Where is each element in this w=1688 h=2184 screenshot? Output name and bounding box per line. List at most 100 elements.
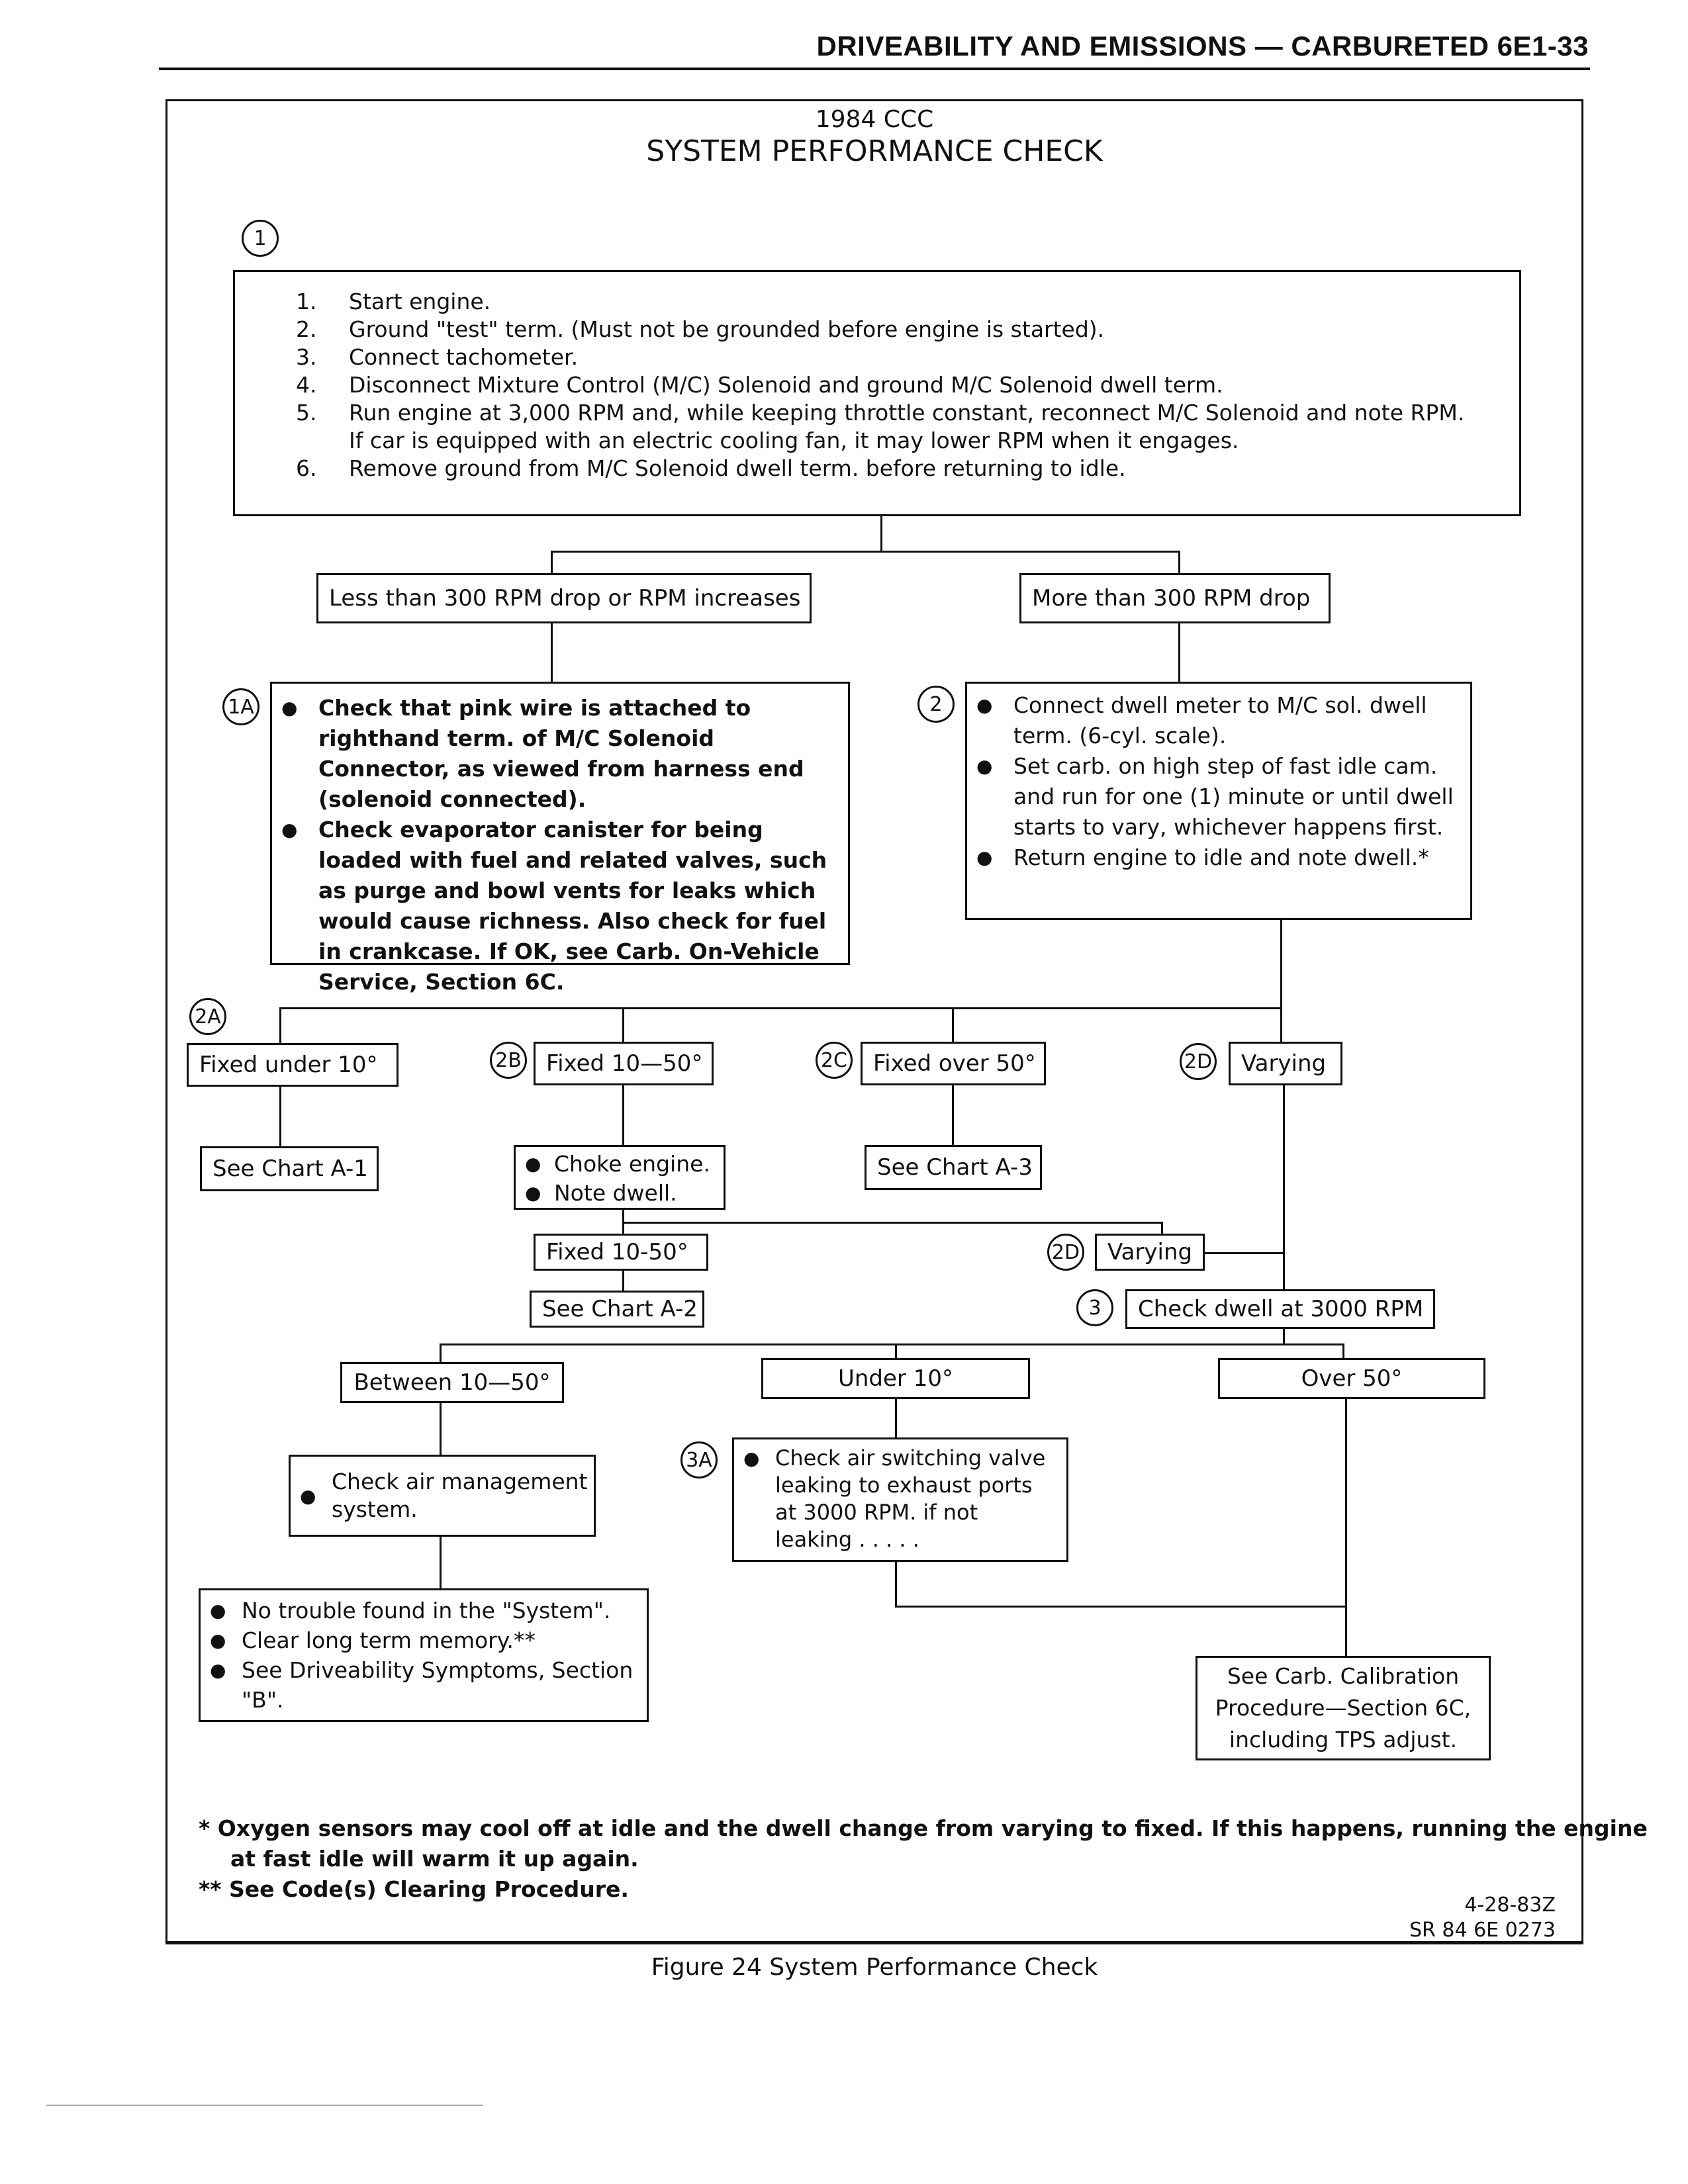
list-item: ●Check evaporator canister for being loa… <box>281 817 827 995</box>
connector <box>622 1271 624 1292</box>
list-item: ●Return engine to idle and note dwell.* <box>976 844 1429 870</box>
connector <box>895 1562 897 1607</box>
branch-more-300: More than 300 RPM drop <box>1019 573 1331 623</box>
box-3a-text: Check air switching valve leaking to exh… <box>775 1445 1046 1552</box>
bullet: ● <box>743 1447 760 1469</box>
fixed-10-50: Fixed 10—50° <box>534 1042 714 1085</box>
connector <box>1178 551 1180 574</box>
connector <box>551 551 553 574</box>
list-item: ●Connect dwell meter to M/C sol. dwell t… <box>976 692 1427 749</box>
list-item: ●Check that pink wire is attached to rig… <box>281 695 804 812</box>
under-10: Under 10° <box>761 1358 1030 1399</box>
marker-2c: 2C <box>816 1042 853 1079</box>
step-item: 3.Connect tachometer. <box>296 344 579 370</box>
connector <box>622 1085 624 1146</box>
ref-date: 4-28-83Z <box>1464 1893 1556 1917</box>
connector <box>1280 1007 1282 1044</box>
connector <box>279 1007 281 1044</box>
steps-list: 1.Start engine. 2.Ground "test" term. (M… <box>296 288 1519 482</box>
fixed-over-50: Fixed over 50° <box>861 1042 1046 1085</box>
connector <box>551 623 553 683</box>
connector <box>1283 1329 1285 1345</box>
connector <box>1205 1252 1283 1254</box>
marker-2b: 2B <box>490 1042 527 1079</box>
connector <box>1280 920 1282 1007</box>
varying: Varying <box>1229 1042 1342 1085</box>
step-item: 2.Ground "test" term. (Must not be groun… <box>296 316 1105 342</box>
note-codes: ** See Code(s) Clearing Procedure. <box>199 1876 629 1902</box>
list-item: ●No trouble found in the "System". <box>210 1598 611 1623</box>
see-chart-a1: See Chart A-1 <box>200 1146 379 1191</box>
connector <box>440 1403 442 1456</box>
header-rule <box>159 68 1590 70</box>
no-trouble-box: ●No trouble found in the "System". ●Clea… <box>199 1588 649 1722</box>
step-item: 1.Start engine. <box>296 289 491 314</box>
figure-caption: Figure 24 System Performance Check <box>651 1954 1098 1981</box>
no-trouble-list: ●No trouble found in the "System". ●Clea… <box>210 1596 647 1715</box>
varying-b: Varying <box>1095 1234 1205 1271</box>
connector <box>1342 1343 1344 1363</box>
connector <box>880 516 882 551</box>
box-1a: ●Check that pink wire is attached to rig… <box>270 682 850 995</box>
connector <box>622 1222 1162 1224</box>
connector <box>1161 1222 1163 1235</box>
ref-code: SR 84 6E 0273 <box>1409 1919 1556 1942</box>
step-item: 5.Run engine at 3,000 RPM and, while kee… <box>296 400 1465 426</box>
check-air-mgmt: Check air management system. <box>332 1469 588 1522</box>
list-item: ●Clear long term memory.** <box>210 1627 536 1653</box>
connector <box>895 1343 897 1363</box>
list-item: ●See Driveability Symptoms, Section "B". <box>210 1657 633 1713</box>
footer-rule <box>46 2105 483 2106</box>
note-oxygen-line1: * Oxygen sensors may cool off at idle an… <box>199 1815 1648 1841</box>
connector <box>622 1007 624 1044</box>
marker-2d-b: 2D <box>1047 1234 1084 1271</box>
marker-2: 2 <box>917 686 955 723</box>
doc-title-small: 1984 CCC <box>815 106 934 133</box>
connector <box>895 1399 897 1439</box>
title-block: 1984 CCC SYSTEM PERFORMANCE CHECK <box>165 106 1583 168</box>
footnotes: * Oxygen sensors may cool off at idle an… <box>199 1813 1648 1905</box>
bullet: ● <box>300 1484 316 1507</box>
connector <box>440 1343 1344 1345</box>
branch-less-300: Less than 300 RPM drop or RPM increases <box>316 573 812 623</box>
carb-calibration-box: See Carb. Calibration Procedure—Section … <box>1196 1656 1491 1760</box>
connector <box>440 1537 442 1590</box>
page-header: DRIVEABILITY AND EMISSIONS — CARBURETED … <box>816 30 1589 62</box>
connector <box>952 1007 954 1044</box>
connector <box>551 551 1180 553</box>
step-item: 6.Remove ground from M/C Solenoid dwell … <box>296 455 1126 481</box>
fixed-10-50-b: Fixed 10-50° <box>534 1234 708 1271</box>
connector <box>1178 623 1180 683</box>
connector <box>279 1087 281 1148</box>
doc-title-large: SYSTEM PERFORMANCE CHECK <box>646 134 1103 168</box>
list-item: ●Choke engine. <box>525 1151 710 1177</box>
marker-1a: 1A <box>222 688 259 725</box>
connector <box>440 1343 442 1363</box>
step-item: 4.Disconnect Mixture Control (M/C) Solen… <box>296 372 1223 398</box>
over-50: Over 50° <box>1218 1358 1485 1399</box>
list-item: ●Note dwell. <box>525 1180 677 1206</box>
note-oxygen-line2: at fast idle will warm it up again. <box>230 1846 639 1872</box>
box-2-list: ●Connect dwell meter to M/C sol. dwell t… <box>976 690 1461 873</box>
steps-box: 1.Start engine. 2.Ground "test" term. (M… <box>233 270 1521 516</box>
diagram-frame <box>165 99 1583 1944</box>
list-item: ●Set carb. on high step of fast idle cam… <box>976 753 1454 840</box>
see-chart-a3: See Chart A-3 <box>865 1145 1042 1190</box>
box-2: ●Connect dwell meter to M/C sol. dwell t… <box>965 682 1472 920</box>
reference-block: 4-28-83Z SR 84 6E 0273 <box>1344 1893 1556 1943</box>
connector <box>1345 1399 1347 1657</box>
connector <box>895 1606 1345 1608</box>
marker-1: 1 <box>242 220 279 257</box>
connector <box>1283 1085 1285 1292</box>
box-1a-list: ●Check that pink wire is attached to rig… <box>281 693 839 997</box>
see-chart-a2: See Chart A-2 <box>530 1291 704 1328</box>
between-10-50: Between 10—50° <box>340 1362 564 1403</box>
check-air-mgmt-box: ● Check air management system. <box>289 1455 596 1537</box>
marker-3: 3 <box>1076 1289 1113 1326</box>
carb-calibration: See Carb. Calibration Procedure—Section … <box>1215 1663 1472 1752</box>
connector <box>952 1085 954 1146</box>
fixed-under-10: Fixed under 10° <box>187 1043 399 1087</box>
check-dwell-3000: Check dwell at 3000 RPM <box>1125 1289 1435 1329</box>
box-3a: ● Check air switching valve leaking to e… <box>732 1437 1068 1562</box>
choke-list: ●Choke engine. ●Note dwell. <box>525 1150 724 1208</box>
